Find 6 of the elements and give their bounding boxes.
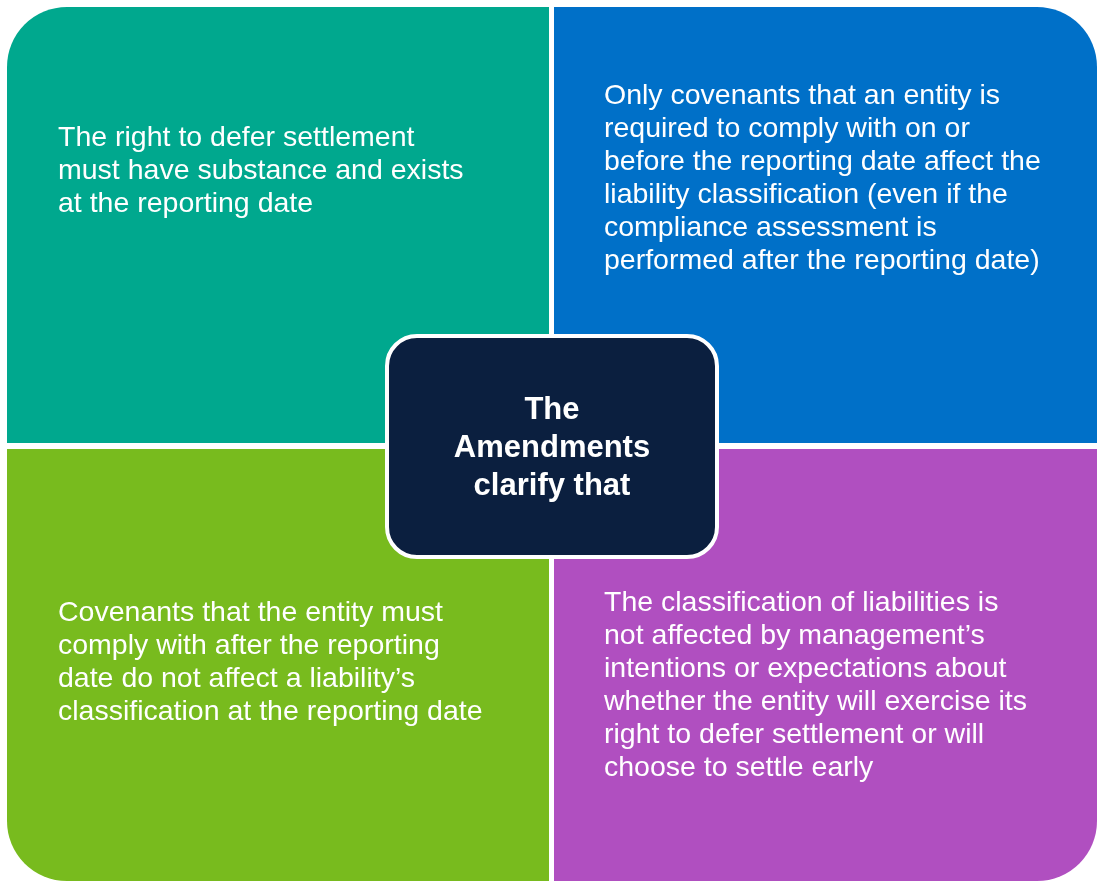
center-title: The Amendments clarify that <box>452 389 652 504</box>
panel-text: Only covenants that an entity is required to comply with on or before the reporting date affect the liability classification (even if the compliance assessment is performed after the reporting date) <box>604 78 1042 276</box>
panel-text: Covenants that the entity must comply with after the reporting date do not affect a liability’s classification at the reporting date <box>58 595 484 727</box>
panel-text: The right to defer settlement must have substance and exists at the reporting date <box>58 120 465 219</box>
center-box <box>385 334 719 559</box>
panel-text: The classification of liabilities is not affected by management’s intentions or expectations about whether the entity will exercise its right to defer settlement or will choose to settle early <box>604 585 1028 783</box>
